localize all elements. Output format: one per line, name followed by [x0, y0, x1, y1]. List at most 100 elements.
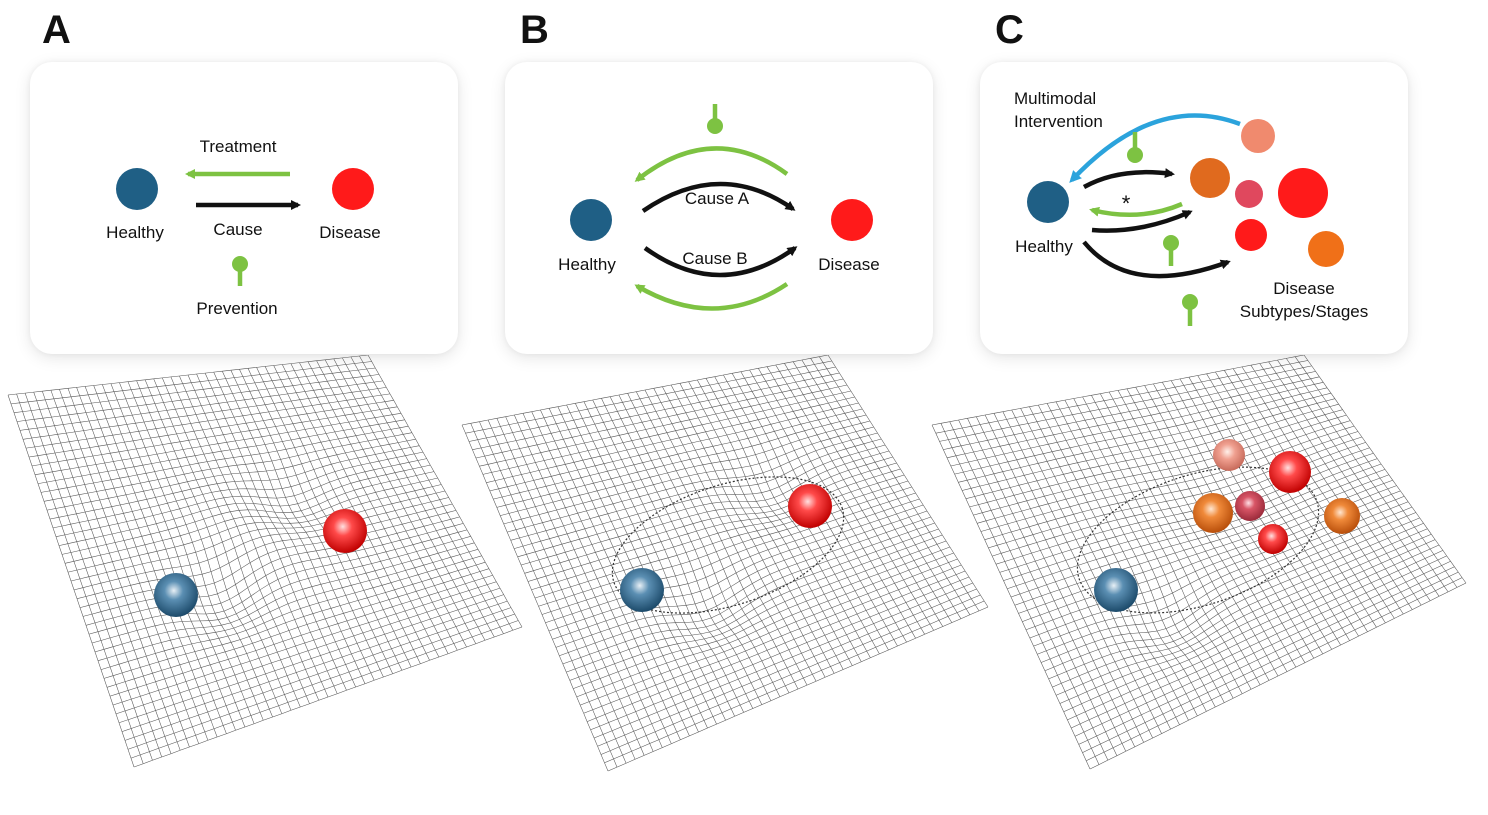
mesh-line: [281, 488, 286, 498]
mesh-line: [596, 490, 601, 499]
mesh-line: [644, 528, 649, 537]
mesh-line: [416, 656, 421, 664]
mesh-line: [64, 532, 74, 536]
mesh-line: [384, 630, 394, 635]
mesh-line: [147, 428, 157, 431]
mesh-line: [610, 702, 615, 711]
mesh-line: [519, 537, 524, 547]
mesh-line: [356, 643, 361, 651]
mesh-line: [358, 597, 368, 601]
mesh-line: [336, 416, 341, 424]
mesh-line: [226, 730, 236, 734]
mesh-line: [455, 586, 461, 594]
mesh-line: [379, 666, 390, 670]
mesh-line: [662, 568, 667, 578]
mesh-line: [161, 510, 171, 514]
mesh-line: [248, 609, 258, 616]
mesh-line: [319, 626, 329, 630]
mesh-line: [79, 520, 89, 523]
mesh-line: [317, 434, 322, 443]
mesh-line: [364, 548, 369, 557]
mesh-line: [311, 655, 321, 659]
mesh-line: [406, 440, 411, 448]
mesh-line: [164, 736, 169, 746]
mesh-line: [563, 481, 568, 490]
mesh-line: [179, 689, 190, 694]
mesh-line: [60, 441, 70, 444]
mesh-line: [232, 431, 241, 434]
mesh-line: [296, 392, 301, 400]
mesh-line: [284, 592, 294, 597]
mesh-line: [96, 393, 101, 403]
mesh-line: [496, 504, 506, 508]
mesh-line: [30, 410, 35, 420]
mesh-line: [718, 381, 728, 384]
mesh-line: [591, 455, 601, 459]
mesh-line: [269, 607, 280, 613]
mesh-line: [490, 590, 495, 598]
mesh-line: [347, 646, 352, 655]
multimodal-intervention-arrow: [1069, 113, 1241, 183]
prevention-inhibitor-icon-bottom: [1182, 294, 1198, 326]
mesh-line: [526, 464, 531, 473]
mesh-line: [327, 693, 338, 698]
mesh-line: [387, 494, 397, 498]
mesh-line: [622, 400, 632, 403]
mesh-line: [524, 436, 534, 440]
mesh-line: [492, 610, 502, 615]
mesh-line: [115, 595, 125, 599]
mesh-line: [582, 500, 592, 504]
mesh-line: [347, 473, 357, 477]
mesh-line: [673, 678, 678, 686]
mesh-line: [31, 436, 41, 439]
mesh-line: [703, 638, 709, 644]
mesh-line: [201, 535, 211, 540]
mesh-line: [445, 566, 450, 574]
mesh-line: [364, 507, 374, 511]
mesh-line: [427, 571, 432, 579]
mesh-line: [225, 482, 230, 490]
mesh-line: [542, 433, 552, 436]
mesh-line: [326, 573, 331, 583]
mesh-line: [291, 611, 295, 620]
mesh-line: [436, 530, 441, 538]
mesh-line: [121, 672, 126, 682]
mesh-line: [647, 411, 656, 414]
mesh-line: [536, 578, 541, 588]
mesh-line: [252, 536, 262, 541]
mesh-line: [253, 665, 263, 670]
mesh-line: [245, 626, 256, 631]
mesh-line: [485, 597, 495, 601]
mesh-line: [146, 739, 156, 744]
mesh-line: [132, 413, 141, 416]
mesh-line: [577, 602, 582, 612]
mesh-line: [673, 723, 678, 733]
mesh-line: [461, 616, 466, 624]
mesh-line: [521, 474, 526, 483]
mesh-line: [292, 384, 302, 386]
mesh-line: [370, 604, 375, 613]
mesh-line: [163, 401, 173, 403]
mesh-line: [540, 409, 545, 418]
mesh-line: [313, 636, 323, 641]
mesh-line: [410, 445, 420, 448]
mesh-line: [373, 432, 378, 440]
mesh-line: [263, 522, 268, 529]
mesh-line: [306, 594, 316, 598]
mesh-line: [472, 558, 477, 566]
mesh-line: [357, 369, 363, 377]
mesh-line: [392, 670, 402, 674]
mesh-line: [568, 429, 573, 438]
mesh-line: [366, 417, 375, 420]
mesh-line: [391, 463, 401, 467]
mesh-line: [85, 567, 90, 577]
mesh-line: [685, 682, 690, 690]
mesh-line: [16, 393, 20, 403]
mesh-line: [443, 506, 448, 513]
mesh-line: [71, 395, 80, 398]
mesh-line: [60, 470, 65, 480]
mesh-line: [443, 579, 453, 584]
mesh-line: [253, 695, 258, 705]
mesh-line: [522, 500, 527, 510]
mesh-line: [225, 481, 235, 483]
